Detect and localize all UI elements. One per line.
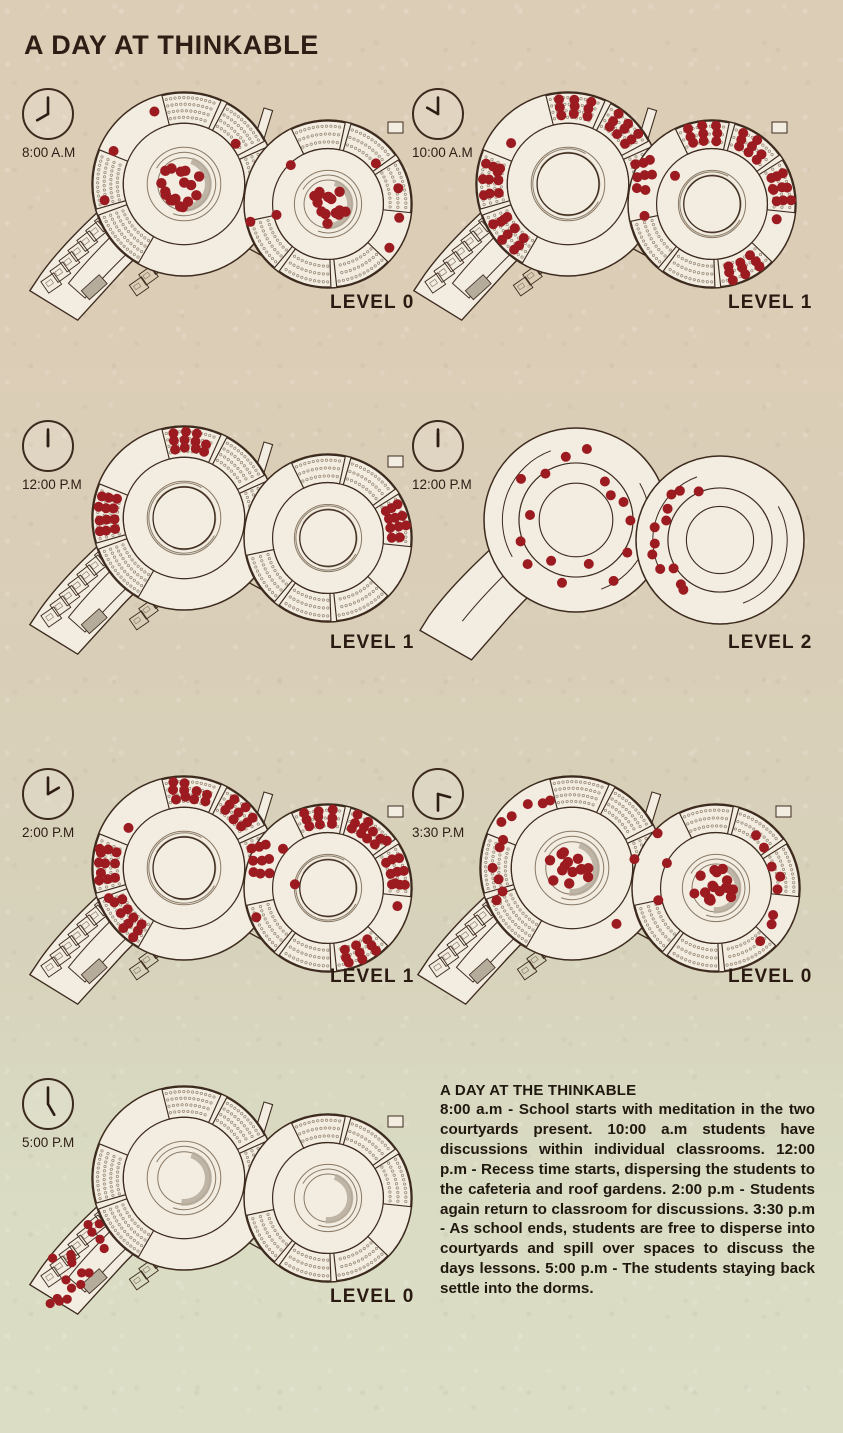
floor-plan-level1 — [412, 91, 797, 322]
level-label: LEVEL 1 — [330, 966, 415, 987]
description-heading: A DAY AT THE THINKABLE — [440, 1082, 637, 1099]
clock-hour-hand — [46, 786, 61, 796]
clock-1000am: 10:00 A.M — [412, 88, 473, 160]
floor-plan-level0 — [28, 1085, 413, 1316]
clock-time-label: 12:00 P.M — [22, 477, 82, 492]
panel-10am — [412, 64, 820, 354]
clock-200pm: 2:00 P.M — [22, 768, 74, 840]
clock-hour-hand — [46, 1102, 56, 1117]
description-body: 8:00 a.m - School starts with meditation… — [440, 1101, 815, 1298]
clock-face — [412, 88, 464, 140]
level-label: LEVEL 0 — [728, 966, 813, 987]
floor-plan-level1 — [28, 425, 413, 656]
panel-330pm — [416, 748, 824, 1038]
clock-800am: 8:00 A.M — [22, 88, 75, 160]
clock-hour-hand — [425, 106, 440, 116]
page-title: A DAY AT THINKABLE — [24, 30, 319, 60]
panel-8am — [28, 64, 436, 354]
clock-face — [412, 420, 464, 472]
clock-time-label: 5:00 P.M — [22, 1135, 75, 1150]
level-label: LEVEL 1 — [728, 292, 813, 313]
level-label: LEVEL 2 — [728, 632, 813, 653]
clock-face — [22, 88, 74, 140]
clock-330pm: 3:30 P.M — [412, 768, 464, 840]
clock-face — [22, 420, 74, 472]
level-label: LEVEL 1 — [330, 632, 415, 653]
clock-time-label: 8:00 A.M — [22, 145, 76, 160]
clock-face — [22, 1078, 74, 1130]
clock-1200pm: 12:00 P.M — [22, 420, 82, 492]
clock-face — [22, 768, 74, 820]
panel-12pm-roof — [419, 400, 828, 690]
clock-time-label: 2:00 P.M — [22, 825, 75, 840]
panel-2pm — [28, 748, 436, 1038]
panel-5pm — [28, 1058, 436, 1348]
floor-plan-level0 — [28, 91, 413, 322]
clock-time-label: 12:00 P.M — [412, 477, 472, 492]
description-block: A DAY AT THE THINKABLE 8:00 a.m - School… — [440, 1082, 815, 1299]
clock-time-label: 10:00 A.M — [412, 145, 473, 160]
clock-hour-hand — [35, 112, 50, 122]
floor-plan-level0 — [416, 775, 801, 1006]
level-label: LEVEL 0 — [330, 292, 415, 313]
clock-500pm: 5:00 P.M — [22, 1078, 74, 1150]
panel-12pm — [28, 398, 436, 688]
floor-plan-level2 — [419, 427, 805, 661]
clock-time-label: 3:30 P.M — [412, 825, 465, 840]
clock-1200pm: 12:00 P.M — [412, 420, 472, 492]
clock-face — [412, 768, 464, 820]
clock-hour-hand — [436, 792, 452, 799]
level-label: LEVEL 0 — [330, 1286, 415, 1307]
floor-plan-level1 — [28, 775, 413, 1006]
